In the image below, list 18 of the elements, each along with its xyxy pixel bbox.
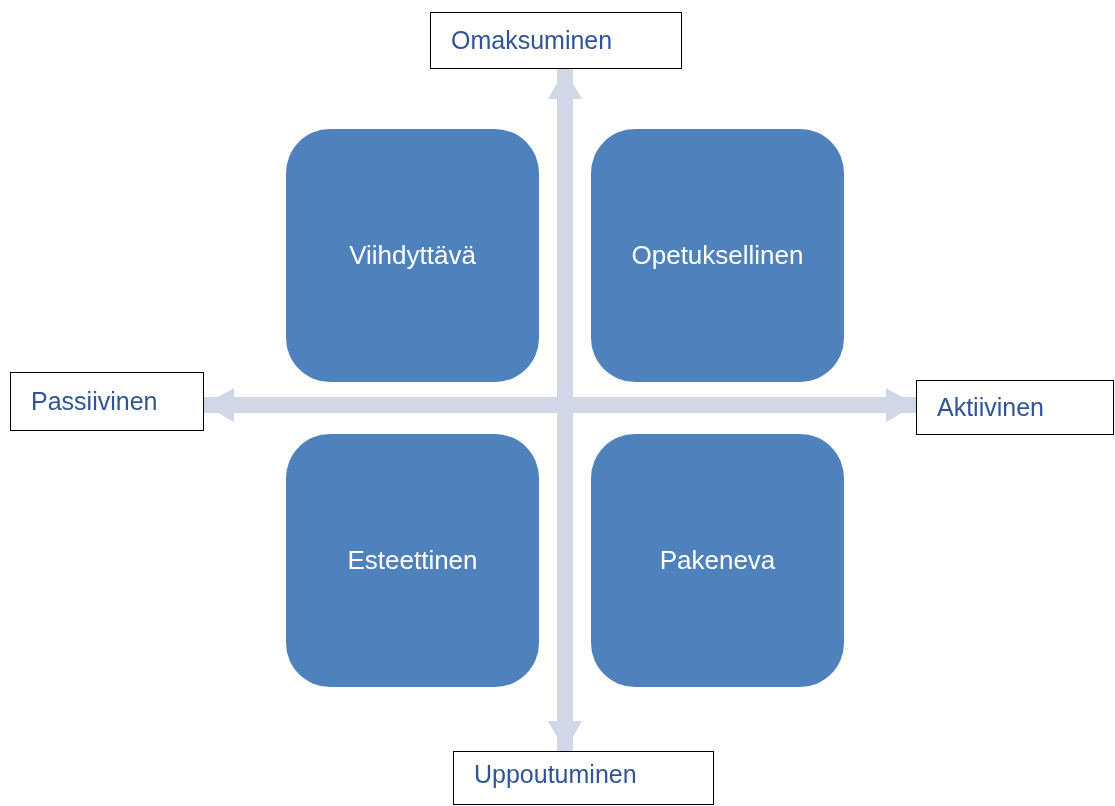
rounded-box [591, 129, 844, 382]
box-text: Viihdyttävä [349, 240, 476, 271]
rounded-box [286, 434, 539, 687]
box-text: Pakeneva [659, 545, 776, 576]
label-box [430, 12, 682, 69]
box-text: Opetuksellinen [631, 240, 804, 271]
box-text: Passiivinen [31, 387, 158, 416]
rounded-box [591, 434, 844, 687]
box-text: Omaksuminen [451, 26, 613, 55]
label-box [10, 372, 204, 431]
label-box [453, 751, 714, 805]
box-text: Uppoutuminen [474, 760, 637, 789]
rounded-box [286, 129, 539, 382]
double-arrow [204, 388, 916, 422]
box-text: Esteettinen [347, 545, 478, 576]
double-arrow [548, 69, 582, 751]
box-text: Aktiivinen [937, 393, 1044, 422]
label-box [916, 380, 1114, 435]
